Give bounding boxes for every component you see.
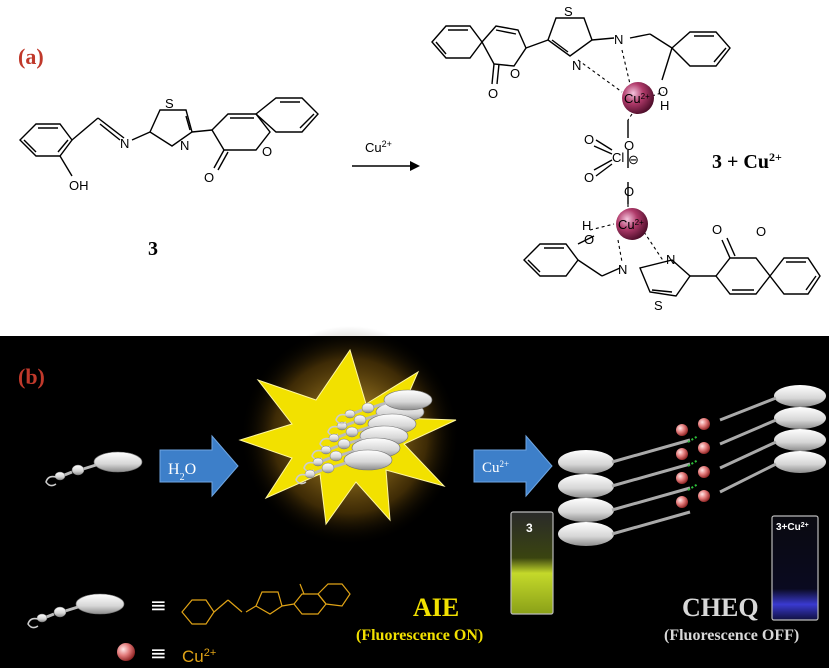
svg-text:Cu2+: Cu2+ bbox=[482, 459, 509, 476]
right-ellipse-column bbox=[719, 385, 826, 494]
cu-center-lower bbox=[616, 208, 648, 240]
complex-atom-o-ring-lower: O bbox=[756, 224, 766, 239]
vial-3-cu: 3+Cu2+ bbox=[771, 515, 819, 621]
arrow-h2o-o: O bbox=[185, 461, 197, 478]
atom-n-imine: N bbox=[120, 136, 129, 151]
complex-atom-o-phenol-lower: O bbox=[584, 232, 594, 247]
aie-subtitle: (Fluorescence ON) bbox=[356, 627, 483, 644]
complex-atom-n-imine-upper: N bbox=[614, 32, 623, 47]
perchlorate-o-top: O bbox=[624, 138, 634, 153]
reagent-cu: Cu bbox=[365, 140, 382, 155]
legend-cu-label: Cu bbox=[182, 647, 204, 666]
complex-atom-s-lower: S bbox=[654, 298, 663, 313]
svg-text:3 + Cu2+: 3 + Cu2+ bbox=[712, 150, 782, 173]
panel-b-label: (b) bbox=[18, 364, 45, 389]
cu-center-upper bbox=[622, 82, 654, 114]
ligand-3-structure bbox=[19, 97, 319, 177]
perchlorate-minus: ⊖ bbox=[628, 152, 639, 167]
panel-a-label: (a) bbox=[18, 44, 44, 69]
svg-text:Cu2+: Cu2+ bbox=[182, 647, 216, 666]
complex-atom-o-carbonyl-upper: O bbox=[488, 86, 498, 101]
panel-a: (a) bbox=[18, 4, 821, 313]
cu-sphere-grid bbox=[676, 418, 710, 508]
cu-lower-label: Cu bbox=[618, 217, 635, 232]
arrow-h2o-h: H bbox=[168, 461, 180, 478]
complex-label-charge: 2+ bbox=[769, 150, 782, 164]
complex-atom-o-carbonyl-lower: O bbox=[712, 222, 722, 237]
panel-b: (b) H2O Cu2+ bbox=[0, 326, 829, 668]
arrow-cu-label: Cu bbox=[482, 460, 500, 476]
legend: ≡ ≡ Cu2+ bbox=[26, 583, 351, 666]
aie-title: AIE bbox=[413, 593, 459, 622]
svg-text:Cu2+: Cu2+ bbox=[365, 139, 392, 155]
complex-atom-n-thiazole-lower: N bbox=[666, 252, 675, 267]
cheq-complex-array bbox=[558, 385, 826, 546]
vial-3-cu-label: 3+Cu bbox=[776, 522, 801, 533]
svg-text:Cu2+: Cu2+ bbox=[618, 217, 644, 232]
vial-3: 3 bbox=[510, 511, 554, 615]
aie-aggregate bbox=[238, 326, 460, 546]
perchlorate-o-left-bottom: O bbox=[584, 170, 594, 185]
cheq-subtitle: (Fluorescence OFF) bbox=[664, 627, 799, 644]
arrow-cu: Cu2+ bbox=[473, 434, 553, 498]
complex-label: 3 + Cu bbox=[712, 151, 769, 173]
svg-text:H2O: H2O bbox=[168, 461, 196, 483]
arrow-h2o-sub: 2 bbox=[180, 472, 185, 483]
compound-3-label: 3 bbox=[148, 238, 158, 260]
arrow-cu-charge: 2+ bbox=[500, 459, 510, 469]
atom-s: S bbox=[165, 96, 174, 111]
legend-cu-sphere bbox=[117, 643, 135, 661]
cu-upper-charge: 2+ bbox=[641, 92, 650, 101]
perchlorate-o-bottom: O bbox=[624, 184, 634, 199]
cheq-title: CHEQ bbox=[682, 593, 759, 622]
vial-3-label: 3 bbox=[526, 521, 533, 535]
legend-equiv-1: ≡ bbox=[150, 593, 167, 617]
complex-atom-h-lower: H bbox=[582, 218, 591, 233]
complex-atom-h-upper: H bbox=[660, 98, 669, 113]
perchlorate-o-left-top: O bbox=[584, 132, 594, 147]
arrow-h2o: H2O bbox=[159, 434, 239, 498]
atom-n-thiazole: N bbox=[180, 138, 189, 153]
complex-atom-o-phenol-upper: O bbox=[658, 84, 668, 99]
svg-text:3+Cu2+: 3+Cu2+ bbox=[776, 522, 809, 534]
legend-structure-3 bbox=[181, 583, 351, 625]
reaction-arrow: Cu2+ bbox=[352, 139, 420, 171]
cu-lower-charge: 2+ bbox=[635, 218, 644, 227]
atom-o-carbonyl: O bbox=[204, 170, 214, 185]
complex-atom-n-imine-lower: N bbox=[618, 262, 627, 277]
svg-text:Cu2+: Cu2+ bbox=[624, 91, 650, 106]
cu-upper-label: Cu bbox=[624, 91, 641, 106]
complex-structure bbox=[431, 17, 821, 297]
atom-o-ring: O bbox=[262, 144, 272, 159]
legend-cu-charge: 2+ bbox=[204, 647, 217, 659]
atom-oh: OH bbox=[69, 178, 89, 193]
complex-atom-o-ring-upper: O bbox=[510, 66, 520, 81]
left-ellipse-column bbox=[558, 438, 691, 546]
complex-atom-n-thiazole-upper: N bbox=[572, 58, 581, 73]
complex-atom-s-upper: S bbox=[564, 4, 573, 19]
perchlorate-cl: Cl bbox=[612, 150, 624, 165]
legend-equiv-2: ≡ bbox=[150, 641, 167, 665]
vial-3-cu-charge: 2+ bbox=[801, 522, 809, 529]
reagent-cu-charge: 2+ bbox=[382, 139, 392, 149]
